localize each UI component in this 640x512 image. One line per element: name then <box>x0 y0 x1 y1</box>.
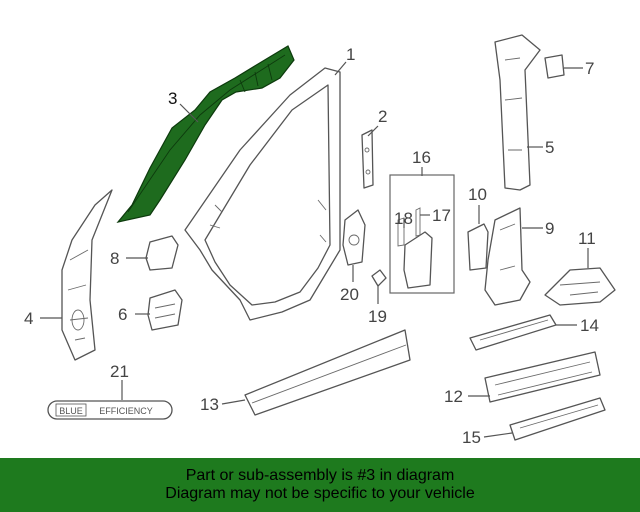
badge-text-left: BLUE <box>59 406 83 416</box>
part-20-bracket[interactable] <box>342 209 366 266</box>
callout-20[interactable]: 20 <box>340 285 359 304</box>
part-14-rail[interactable] <box>469 314 557 351</box>
callout-16[interactable]: 16 <box>412 148 431 167</box>
banner-line-2: Diagram may not be specific to your vehi… <box>165 485 475 502</box>
exploded-parts-diagram: BLUE EFFICIENCY <box>24 34 616 447</box>
part-12-sill-inner[interactable] <box>484 351 601 403</box>
callout-14[interactable]: 14 <box>580 316 599 335</box>
part-8-bracket[interactable] <box>145 235 179 271</box>
part-9-trim[interactable] <box>484 207 531 306</box>
part-10-panel[interactable] <box>467 223 489 271</box>
part-7-clip[interactable] <box>544 54 565 79</box>
part-4-front-pillar[interactable] <box>61 189 113 361</box>
callout-12[interactable]: 12 <box>444 387 463 406</box>
callout-6[interactable]: 6 <box>118 305 127 324</box>
callout-labels: 1 2 3 4 5 6 7 8 9 10 11 12 13 14 15 16 1… <box>24 45 599 447</box>
callout-5[interactable]: 5 <box>545 138 554 157</box>
part-2-bracket[interactable] <box>361 129 374 189</box>
callout-17[interactable]: 17 <box>432 206 451 225</box>
callout-13[interactable]: 13 <box>200 395 219 414</box>
badge-text-right: EFFICIENCY <box>99 406 153 416</box>
banner-line-1: Part or sub-assembly is #3 in diagram <box>185 467 455 484</box>
part-19-plug[interactable] <box>371 269 387 287</box>
part-13-rocker-panel[interactable] <box>244 329 411 416</box>
callout-8[interactable]: 8 <box>110 249 119 268</box>
part-6-plate[interactable] <box>147 289 183 331</box>
callout-10[interactable]: 10 <box>468 185 487 204</box>
part-21-badge[interactable]: BLUE EFFICIENCY <box>47 400 173 420</box>
callout-18[interactable]: 18 <box>394 209 413 228</box>
part-11-bracket[interactable] <box>544 267 616 306</box>
callout-1[interactable]: 1 <box>346 45 355 64</box>
callout-9[interactable]: 9 <box>545 219 554 238</box>
callout-7[interactable]: 7 <box>585 59 594 78</box>
callout-2[interactable]: 2 <box>378 107 387 126</box>
info-banner: Part or sub-assembly is #3 in diagram Di… <box>0 458 640 512</box>
part-1-door-opening[interactable] <box>184 67 341 321</box>
group-16-box[interactable] <box>389 174 455 294</box>
callout-4[interactable]: 4 <box>24 309 33 328</box>
callout-11[interactable]: 11 <box>578 229 596 248</box>
part-3-highlighted[interactable] <box>116 45 295 223</box>
callout-21[interactable]: 21 <box>110 362 129 381</box>
part-15-sill-reinforcement[interactable] <box>509 397 606 441</box>
callout-3[interactable]: 3 <box>168 89 177 108</box>
leader-lines <box>40 61 589 438</box>
callout-19[interactable]: 19 <box>368 307 387 326</box>
part-5-b-pillar[interactable] <box>494 34 541 191</box>
callout-15[interactable]: 15 <box>462 428 481 447</box>
